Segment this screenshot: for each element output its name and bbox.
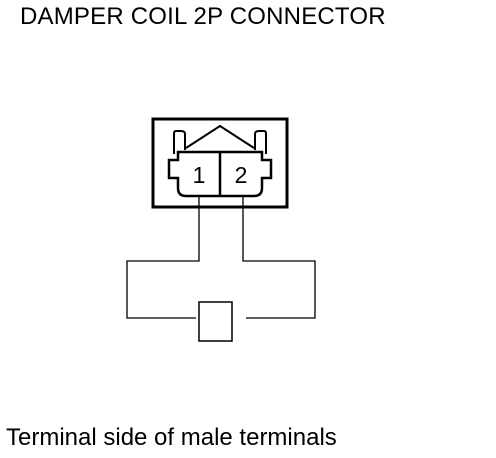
wire-pin-1 (126, 196, 200, 319)
damper-coil (198, 301, 233, 342)
right-latch (254, 130, 267, 154)
wire-pin-2 (242, 196, 316, 319)
diagram-title: DAMPER COIL 2P CONNECTOR (20, 3, 386, 30)
pin-1-label: 1 (193, 162, 206, 188)
terminal-body (167, 150, 273, 198)
connector-housing (151, 117, 289, 209)
pin-2-label: 2 (235, 162, 248, 188)
left-latch (173, 130, 186, 154)
diagram-caption: Terminal side of male terminals (6, 424, 337, 451)
locking-tab (185, 124, 255, 149)
